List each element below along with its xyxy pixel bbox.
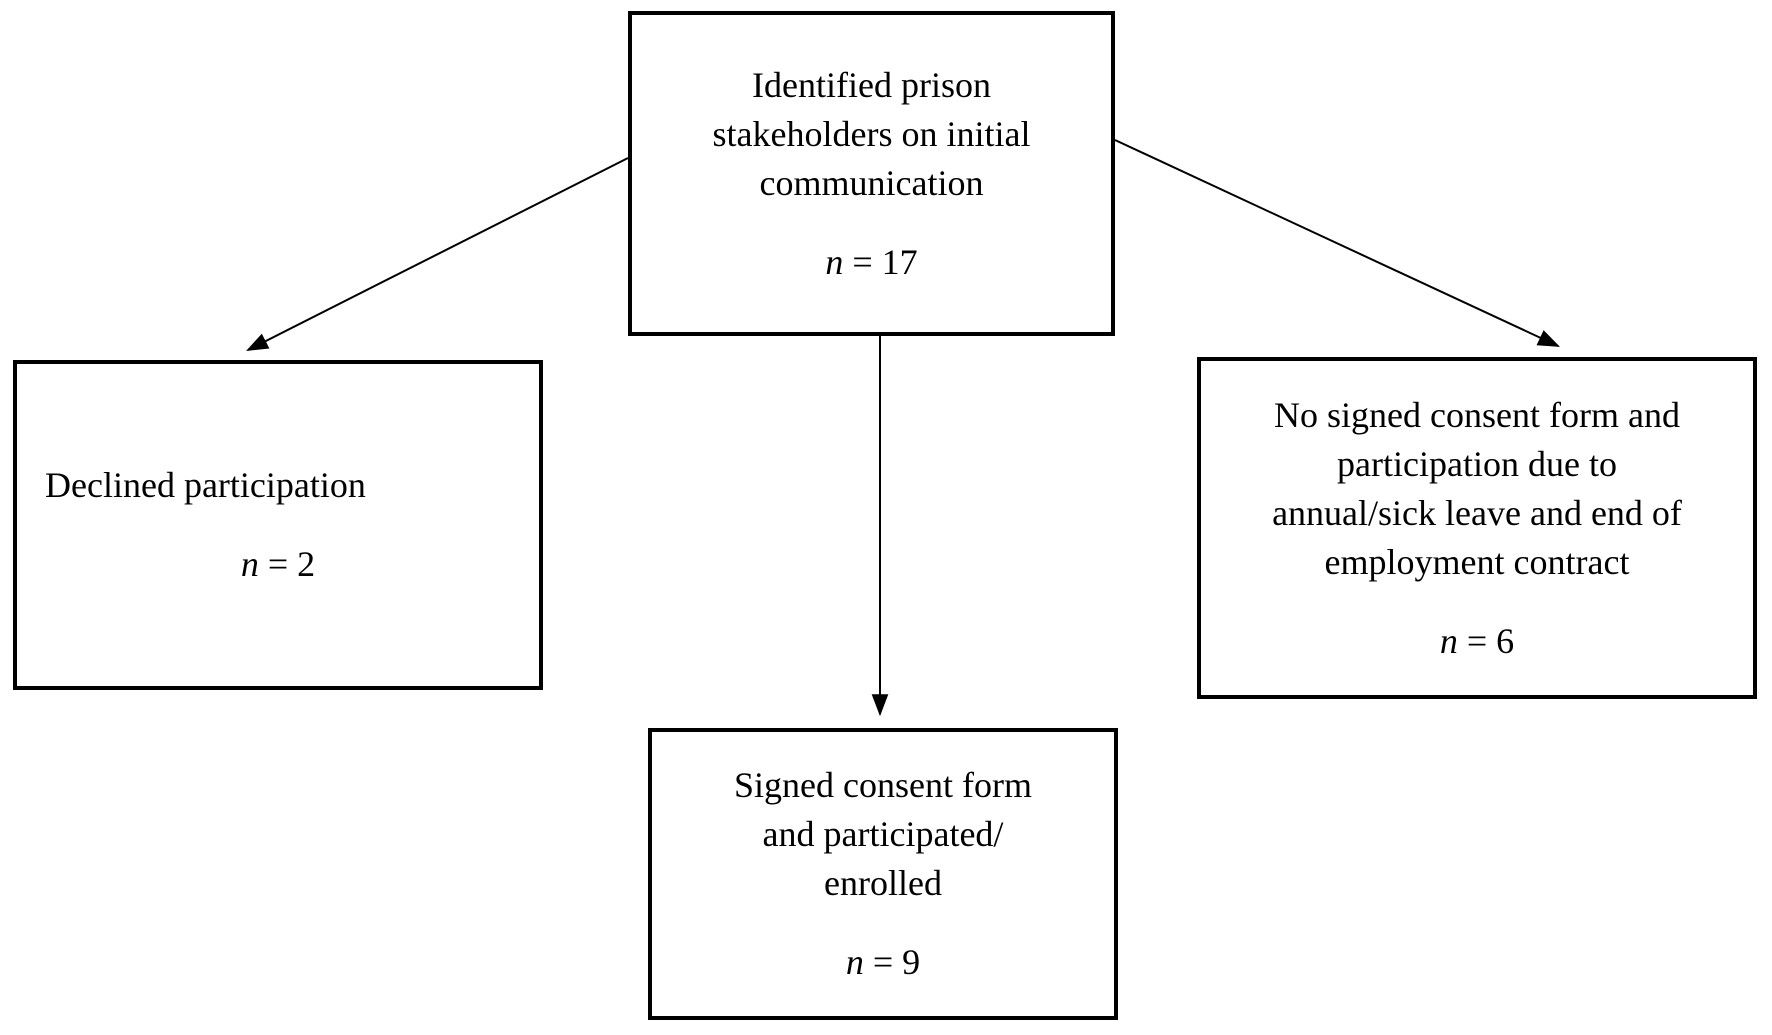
node-title-line: annual/sick leave and end of (1272, 492, 1682, 533)
arrow-to-no-signed-consent (1114, 139, 1560, 347)
node-title-line: and participated/ (762, 814, 1004, 854)
node-title-line: employment contract (1324, 541, 1630, 582)
node-title-line: participation due to (1337, 443, 1617, 484)
node-identified-stakeholders: Identified prison stakeholders on initia… (628, 11, 1115, 336)
count-value: = 6 (1457, 620, 1515, 661)
count-variable: n (845, 942, 864, 982)
sample-size: n = 6 (1440, 617, 1514, 666)
node-title-line: No signed consent form and (1274, 394, 1680, 435)
count-value: = 2 (258, 544, 316, 584)
node-title: Declined participation (17, 461, 539, 510)
node-title: Identified prison stakeholders on initia… (632, 61, 1111, 208)
node-title-line: stakeholders on initial (712, 113, 1031, 154)
count-value: = 17 (843, 241, 918, 282)
sample-size: n = 17 (825, 238, 917, 287)
arrow-to-declined-participation (246, 157, 629, 351)
node-title-line: Identified prison (752, 64, 991, 105)
node-no-signed-consent: No signed consent form and participation… (1197, 357, 1757, 699)
node-title-line: enrolled (824, 863, 942, 903)
node-title: Signed consent form and participated/ en… (652, 761, 1114, 908)
node-title-line: Signed consent form (734, 765, 1032, 805)
count-variable: n (825, 241, 844, 282)
count-value: = 9 (863, 942, 921, 982)
node-declined-participation: Declined participation n = 2 (13, 360, 543, 690)
node-title-line: communication (759, 162, 984, 203)
count-variable: n (240, 544, 259, 584)
node-title: No signed consent form and participation… (1201, 391, 1753, 587)
node-enrolled: Signed consent form and participated/ en… (648, 728, 1118, 1020)
count-variable: n (1439, 620, 1458, 661)
sample-size: n = 9 (846, 938, 920, 987)
node-title-line: Declined participation (45, 465, 366, 505)
sample-size: n = 2 (241, 540, 315, 589)
